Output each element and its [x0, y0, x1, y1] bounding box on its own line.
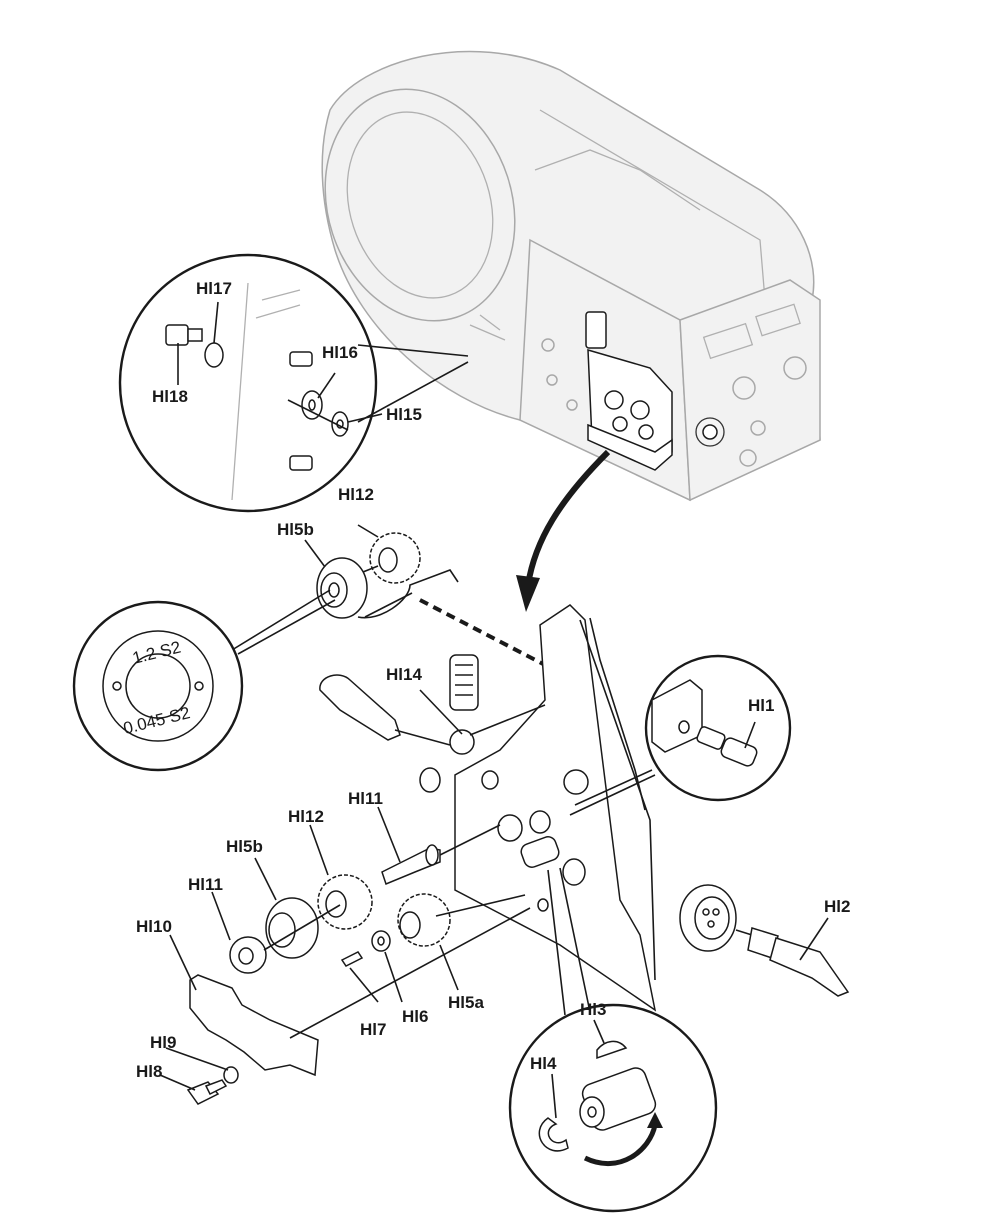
- label-hl11-bottom: Hl11: [188, 875, 223, 894]
- detail-circle-mounting-screws: [118, 253, 469, 513]
- label-hl12-bottom: Hl12: [288, 807, 324, 826]
- washer-hl16: [301, 390, 323, 420]
- label-hl1: Hl1: [748, 696, 774, 715]
- detail-circle-roll-marking: 1.2 S2 0.045 S2: [72, 589, 336, 772]
- label-hl5a: Hl5a: [448, 993, 484, 1012]
- label-hl2: Hl2: [824, 897, 850, 916]
- label-hl7: Hl7: [360, 1020, 386, 1039]
- clip-hl15: [331, 411, 349, 437]
- label-hl12-top: Hl12: [338, 485, 374, 504]
- label-hl16: Hl16: [322, 343, 358, 362]
- exploded-parts-left: [159, 806, 531, 1105]
- label-hl3: Hl3: [580, 1000, 606, 1019]
- label-hl4: Hl4: [530, 1054, 557, 1073]
- wire-feed-mechanism: [319, 604, 657, 1012]
- label-hl15: Hl15: [386, 405, 422, 424]
- label-hl9: Hl9: [150, 1033, 176, 1052]
- label-hl8: Hl8: [136, 1062, 162, 1081]
- arrow-to-drive-unit: [516, 449, 611, 612]
- detail-circle-hl3-hl4: [508, 867, 718, 1213]
- feed-roll-and-gear-top: [304, 524, 546, 667]
- callout-labels: Hl1 Hl2 Hl3 Hl4 Hl5a Hl5b Hl5b Hl6 Hl7 H…: [136, 279, 850, 1081]
- screw-hl18: [165, 324, 203, 346]
- dashed-leader: [419, 598, 546, 667]
- label-hl5b-top: Hl5b: [277, 520, 314, 539]
- washer-hl17: [204, 342, 224, 368]
- gear-hl12-top: [369, 532, 421, 584]
- label-hl14: Hl14: [386, 665, 422, 684]
- wire-feeder-machine: [321, 50, 821, 502]
- label-hl11-top: Hl11: [348, 789, 383, 808]
- torch-adapter-hl2: [679, 884, 850, 997]
- label-hl10: Hl10: [136, 917, 172, 936]
- detail-circle-hl1: [569, 654, 792, 816]
- label-hl17: Hl17: [196, 279, 232, 298]
- label-hl5b-bottom: Hl5b: [226, 837, 263, 856]
- label-hl18: Hl18: [152, 387, 188, 406]
- spacer-bolts: [289, 351, 313, 471]
- circlip-hl4: [538, 1117, 569, 1152]
- label-hl6: Hl6: [402, 1007, 428, 1026]
